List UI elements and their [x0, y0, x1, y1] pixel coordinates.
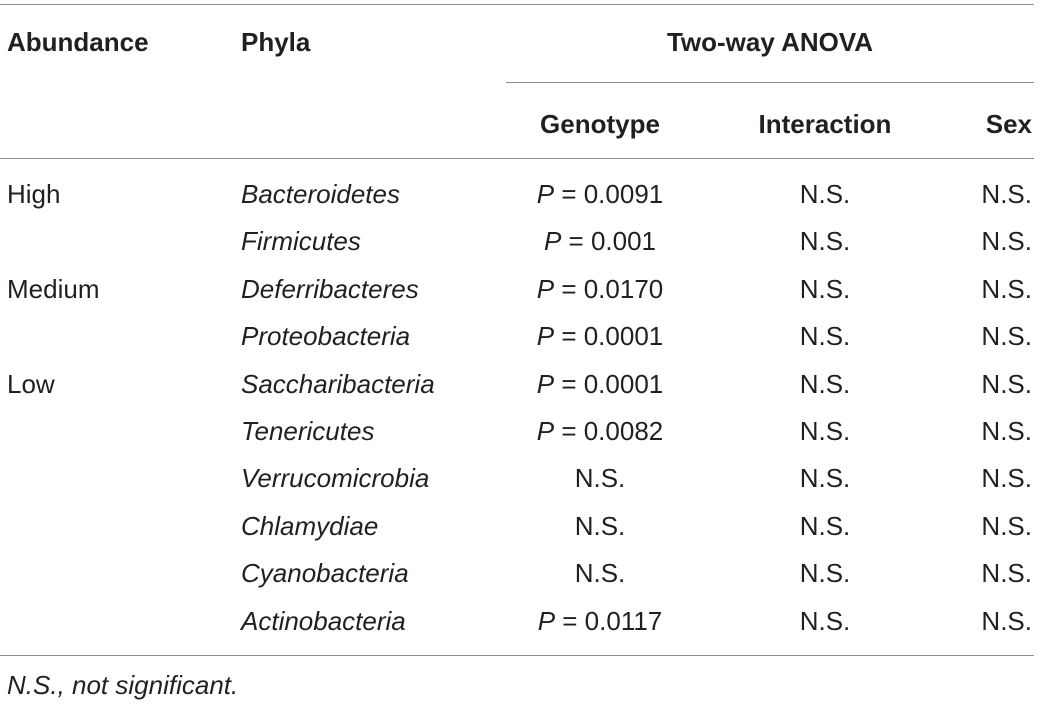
genotype-value: = 0.0117 — [555, 606, 663, 636]
cell-abundance: Medium — [7, 274, 100, 304]
cell-sex: N.S. — [981, 511, 1032, 541]
cell-interaction: N.S. — [799, 179, 851, 209]
p-symbol: P — [537, 606, 556, 636]
genotype-value: = 0.0001 — [554, 321, 664, 351]
genotype-value: N.S. — [574, 463, 626, 493]
p-symbol: P — [536, 369, 555, 399]
cell-sex: N.S. — [981, 369, 1032, 399]
p-symbol: P — [536, 274, 555, 304]
cell-genotype: P = 0.001 — [500, 226, 700, 256]
cell-genotype: P = 0.0170 — [500, 274, 700, 304]
cell-phylum: Actinobacteria — [241, 606, 406, 636]
cell-sex: N.S. — [981, 463, 1032, 493]
cell-sex: N.S. — [981, 416, 1032, 446]
genotype-value: = 0.0170 — [554, 274, 664, 304]
cell-genotype: N.S. — [500, 558, 700, 588]
cell-sex: N.S. — [981, 606, 1032, 636]
genotype-value: = 0.0001 — [554, 369, 664, 399]
header-bottom-rule — [0, 158, 1034, 159]
header-sex: Sex — [985, 109, 1032, 139]
genotype-value: = 0.0082 — [554, 416, 664, 446]
cell-phylum: Proteobacteria — [241, 321, 411, 351]
cell-genotype: P = 0.0117 — [500, 606, 700, 636]
p-symbol: P — [536, 179, 555, 209]
p-symbol: P — [543, 226, 562, 256]
cell-genotype: P = 0.0091 — [500, 179, 700, 209]
cell-phylum: Firmicutes — [241, 226, 361, 256]
cell-phylum: Tenericutes — [241, 416, 375, 446]
table-footnote: N.S., not significant. — [7, 670, 239, 700]
cell-phylum: Saccharibacteria — [241, 369, 435, 399]
cell-phylum: Deferribacteres — [241, 274, 419, 304]
table-top-rule — [0, 4, 1034, 5]
cell-abundance: Low — [7, 369, 55, 399]
cell-genotype: N.S. — [500, 463, 700, 493]
cell-interaction: N.S. — [799, 226, 851, 256]
cell-interaction: N.S. — [799, 274, 851, 304]
cell-interaction: N.S. — [799, 416, 851, 446]
cell-interaction: N.S. — [799, 558, 851, 588]
cell-sex: N.S. — [981, 274, 1032, 304]
cell-phylum: Bacteroidetes — [241, 179, 400, 209]
p-symbol: P — [536, 416, 555, 446]
genotype-value: = 0.001 — [561, 226, 657, 256]
genotype-value: N.S. — [574, 511, 626, 541]
header-phyla: Phyla — [241, 27, 311, 57]
table-bottom-rule — [0, 655, 1034, 656]
cell-sex: N.S. — [981, 558, 1032, 588]
cell-genotype: P = 0.0001 — [500, 369, 700, 399]
cell-genotype: N.S. — [500, 511, 700, 541]
cell-genotype: P = 0.0082 — [500, 416, 700, 446]
cell-interaction: N.S. — [799, 511, 851, 541]
anova-span-rule — [506, 82, 1034, 83]
cell-interaction: N.S. — [799, 606, 851, 636]
cell-sex: N.S. — [981, 179, 1032, 209]
header-genotype: Genotype — [540, 109, 660, 139]
cell-phylum: Cyanobacteria — [241, 558, 409, 588]
genotype-value: = 0.0091 — [554, 179, 664, 209]
header-abundance: Abundance — [7, 27, 149, 57]
cell-sex: N.S. — [981, 226, 1032, 256]
cell-interaction: N.S. — [799, 369, 851, 399]
cell-sex: N.S. — [981, 321, 1032, 351]
header-two-way-anova: Two-way ANOVA — [666, 27, 874, 57]
cell-phylum: Verrucomicrobia — [241, 463, 430, 493]
cell-interaction: N.S. — [799, 463, 851, 493]
cell-phylum: Chlamydiae — [241, 511, 379, 541]
cell-genotype: P = 0.0001 — [500, 321, 700, 351]
cell-interaction: N.S. — [799, 321, 851, 351]
genotype-value: N.S. — [574, 558, 626, 588]
p-symbol: P — [536, 321, 555, 351]
header-interaction: Interaction — [758, 109, 892, 139]
cell-abundance: High — [7, 179, 61, 209]
